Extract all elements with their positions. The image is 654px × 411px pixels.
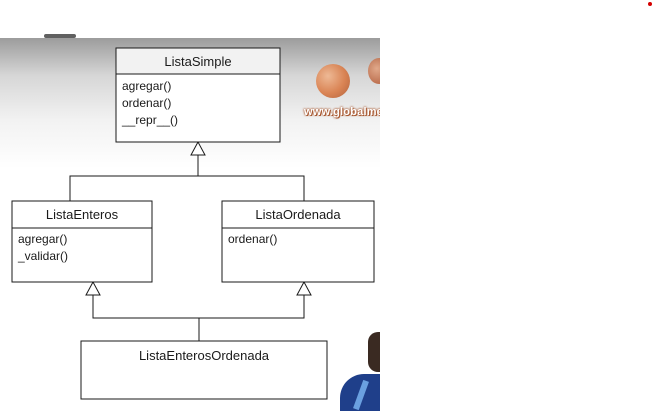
connector-enterosordenada-to-enteros	[92, 295, 199, 319]
class-name: ListaEnteros	[46, 207, 119, 222]
class-method: agregar()	[122, 79, 171, 93]
presenter-figure	[340, 328, 380, 411]
red-dot-marker	[648, 2, 652, 6]
class-name: ListaSimple	[164, 54, 231, 69]
class-name: ListaOrdenada	[255, 207, 341, 222]
class-lista-ordenada: ListaOrdenada ordenar()	[221, 200, 375, 283]
class-header	[11, 200, 153, 229]
class-method: agregar()	[18, 232, 67, 246]
class-method: _validar()	[17, 249, 68, 263]
class-header	[221, 200, 375, 229]
globe-small-icon	[368, 58, 380, 84]
class-lista-enteros: ListaEnteros agregar() _validar()	[11, 200, 153, 283]
class-box	[80, 340, 328, 400]
class-method: __repr__()	[121, 113, 178, 127]
presenter-head	[368, 332, 380, 372]
class-lista-simple: ListaSimple agregar() ordenar() __repr__…	[115, 47, 281, 143]
watermark-logo: www.globalme	[300, 42, 380, 124]
class-header	[115, 47, 281, 75]
inheritance-connectors	[69, 140, 312, 341]
class-method: ordenar()	[122, 96, 171, 110]
connector-ordenada-to-simple	[198, 175, 305, 201]
inheritance-arrow-enteros	[85, 280, 101, 296]
class-name: ListaEnterosOrdenada	[139, 348, 270, 363]
class-methods-box	[11, 227, 153, 283]
connector-enteros-to-simple	[69, 155, 199, 201]
logo-text: www.globalme	[304, 106, 380, 118]
globe-icon	[316, 64, 350, 98]
class-methods-box	[115, 73, 281, 143]
top-notch	[44, 34, 76, 38]
inheritance-arrow-ordenada	[296, 280, 312, 296]
connector-enterosordenada-to-ordenada	[199, 295, 305, 319]
class-lista-enteros-ordenada: ListaEnterosOrdenada	[80, 340, 328, 400]
class-methods-box	[221, 227, 375, 283]
inheritance-arrow-simple	[190, 140, 206, 156]
class-method: ordenar()	[228, 232, 277, 246]
